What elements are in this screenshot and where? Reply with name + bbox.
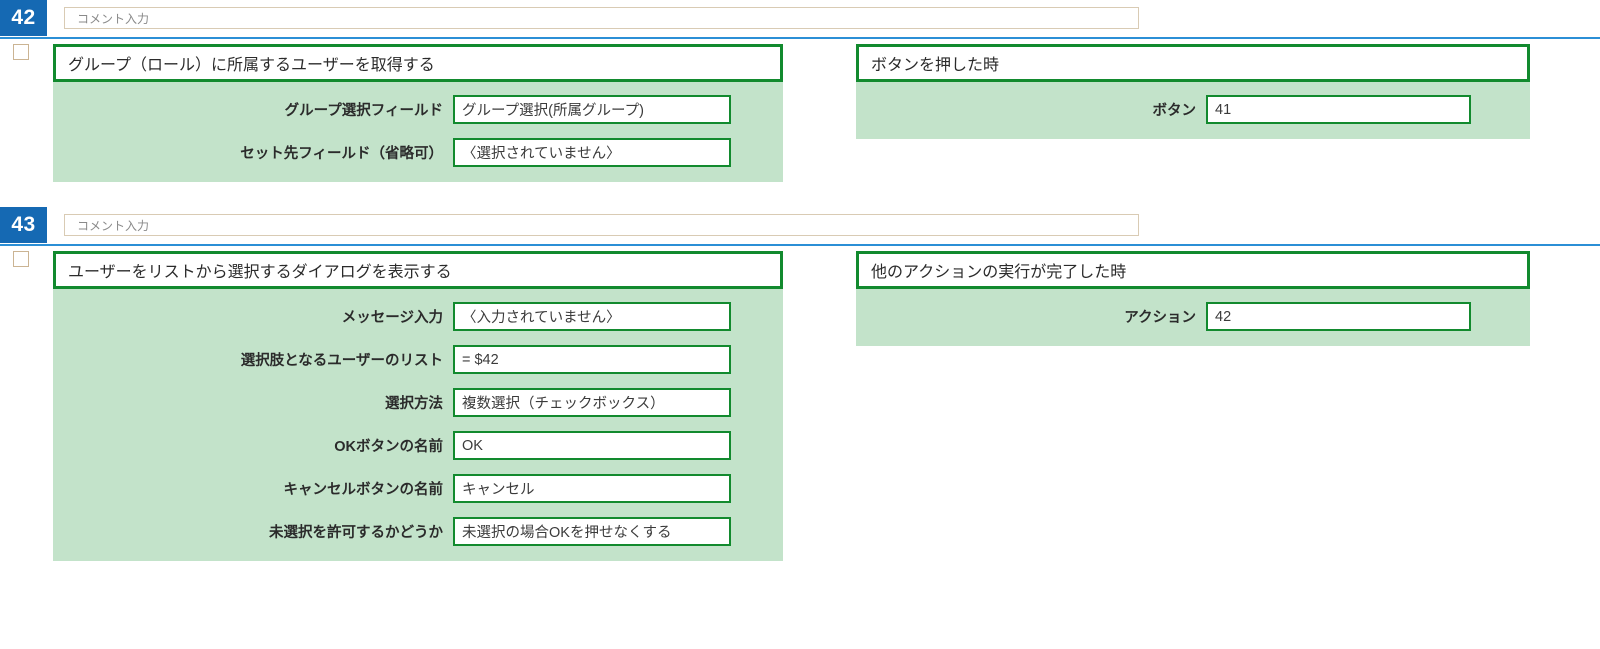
- field-label: グループ選択フィールド: [284, 103, 443, 119]
- field-row: OKボタンの名前 OK: [53, 430, 783, 461]
- sequence-number-badge: 42: [0, 0, 47, 36]
- trigger-title[interactable]: 他のアクションの実行が完了した時: [856, 251, 1530, 289]
- action-panel: グループ（ロール）に所属するユーザーを取得するグループ選択フィールドグループ選択…: [53, 44, 783, 182]
- field-value-input[interactable]: グループ選択(所属グループ): [453, 95, 731, 124]
- field-label: 選択方法: [385, 396, 443, 412]
- field-label: 未選択を許可するかどうか: [269, 525, 443, 541]
- field-value-input[interactable]: 〈選択されていません〉: [453, 138, 731, 167]
- field-label: ボタン: [1152, 103, 1197, 119]
- field-row: 選択方法複数選択（チェックボックス）: [53, 387, 783, 418]
- block-select-checkbox[interactable]: [13, 251, 29, 267]
- block-gap: [0, 197, 1600, 207]
- field-value-input[interactable]: 〈入力されていません〉: [453, 302, 731, 331]
- block-body: ユーザーをリストから選択するダイアログを表示するメッセージ入力〈入力されていませ…: [0, 246, 1600, 576]
- trigger-panel: 他のアクションの実行が完了した時アクション 42: [856, 251, 1530, 346]
- block-divider: [0, 244, 1600, 246]
- field-value-input[interactable]: 42: [1206, 302, 1471, 331]
- field-row: アクション 42: [856, 301, 1530, 332]
- block-select-checkbox[interactable]: [13, 44, 29, 60]
- field-label: キャンセルボタンの名前: [283, 482, 444, 498]
- block-body: グループ（ロール）に所属するユーザーを取得するグループ選択フィールドグループ選択…: [0, 39, 1600, 197]
- trigger-fields: アクション 42: [856, 289, 1530, 346]
- field-row: 選択肢となるユーザーのリスト = $42: [53, 344, 783, 375]
- block-header: 42 コメント入力: [0, 0, 1600, 39]
- field-label: 選択肢となるユーザーのリスト: [240, 353, 443, 369]
- field-value-input[interactable]: = $42: [453, 345, 731, 374]
- field-value-input[interactable]: 複数選択（チェックボックス）: [453, 388, 731, 417]
- field-label: メッセージ入力: [341, 310, 443, 326]
- field-label: セット先フィールド（省略可）: [240, 146, 443, 162]
- action-title[interactable]: グループ（ロール）に所属するユーザーを取得する: [53, 44, 783, 82]
- field-row: セット先フィールド（省略可） 〈選択されていません〉: [53, 137, 783, 168]
- trigger-panel: ボタンを押した時ボタン 41: [856, 44, 1530, 139]
- trigger-fields: ボタン 41: [856, 82, 1530, 139]
- field-row: メッセージ入力〈入力されていません〉: [53, 301, 783, 332]
- field-value-input[interactable]: 未選択の場合OKを押せなくする: [453, 517, 731, 546]
- action-fields: グループ選択フィールドグループ選択(所属グループ) セット先フィールド（省略可） 〈…: [53, 82, 783, 182]
- comment-input[interactable]: コメント入力: [64, 7, 1139, 29]
- trigger-title[interactable]: ボタンを押した時: [856, 44, 1530, 82]
- field-row: 未選択を許可するかどうか未選択の場合OKを押せなくする: [53, 516, 783, 547]
- field-value-input[interactable]: OK: [453, 431, 731, 460]
- workflow-block: 43 コメント入力ユーザーをリストから選択するダイアログを表示するメッセージ入力〈…: [0, 207, 1600, 576]
- field-value-input[interactable]: 41: [1206, 95, 1471, 124]
- field-value-input[interactable]: キャンセル: [453, 474, 731, 503]
- action-title[interactable]: ユーザーをリストから選択するダイアログを表示する: [53, 251, 783, 289]
- action-fields: メッセージ入力〈入力されていません〉選択肢となるユーザーのリスト = $42 選択方…: [53, 289, 783, 561]
- comment-input[interactable]: コメント入力: [64, 214, 1139, 236]
- sequence-number-badge: 43: [0, 207, 47, 243]
- block-divider: [0, 37, 1600, 39]
- action-panel: ユーザーをリストから選択するダイアログを表示するメッセージ入力〈入力されていませ…: [53, 251, 783, 561]
- field-row: キャンセルボタンの名前キャンセル: [53, 473, 783, 504]
- block-header: 43 コメント入力: [0, 207, 1600, 246]
- field-row: グループ選択フィールドグループ選択(所属グループ): [53, 94, 783, 125]
- field-label: OKボタンの名前: [334, 439, 443, 455]
- field-label: アクション: [1124, 310, 1196, 326]
- field-row: ボタン 41: [856, 94, 1530, 125]
